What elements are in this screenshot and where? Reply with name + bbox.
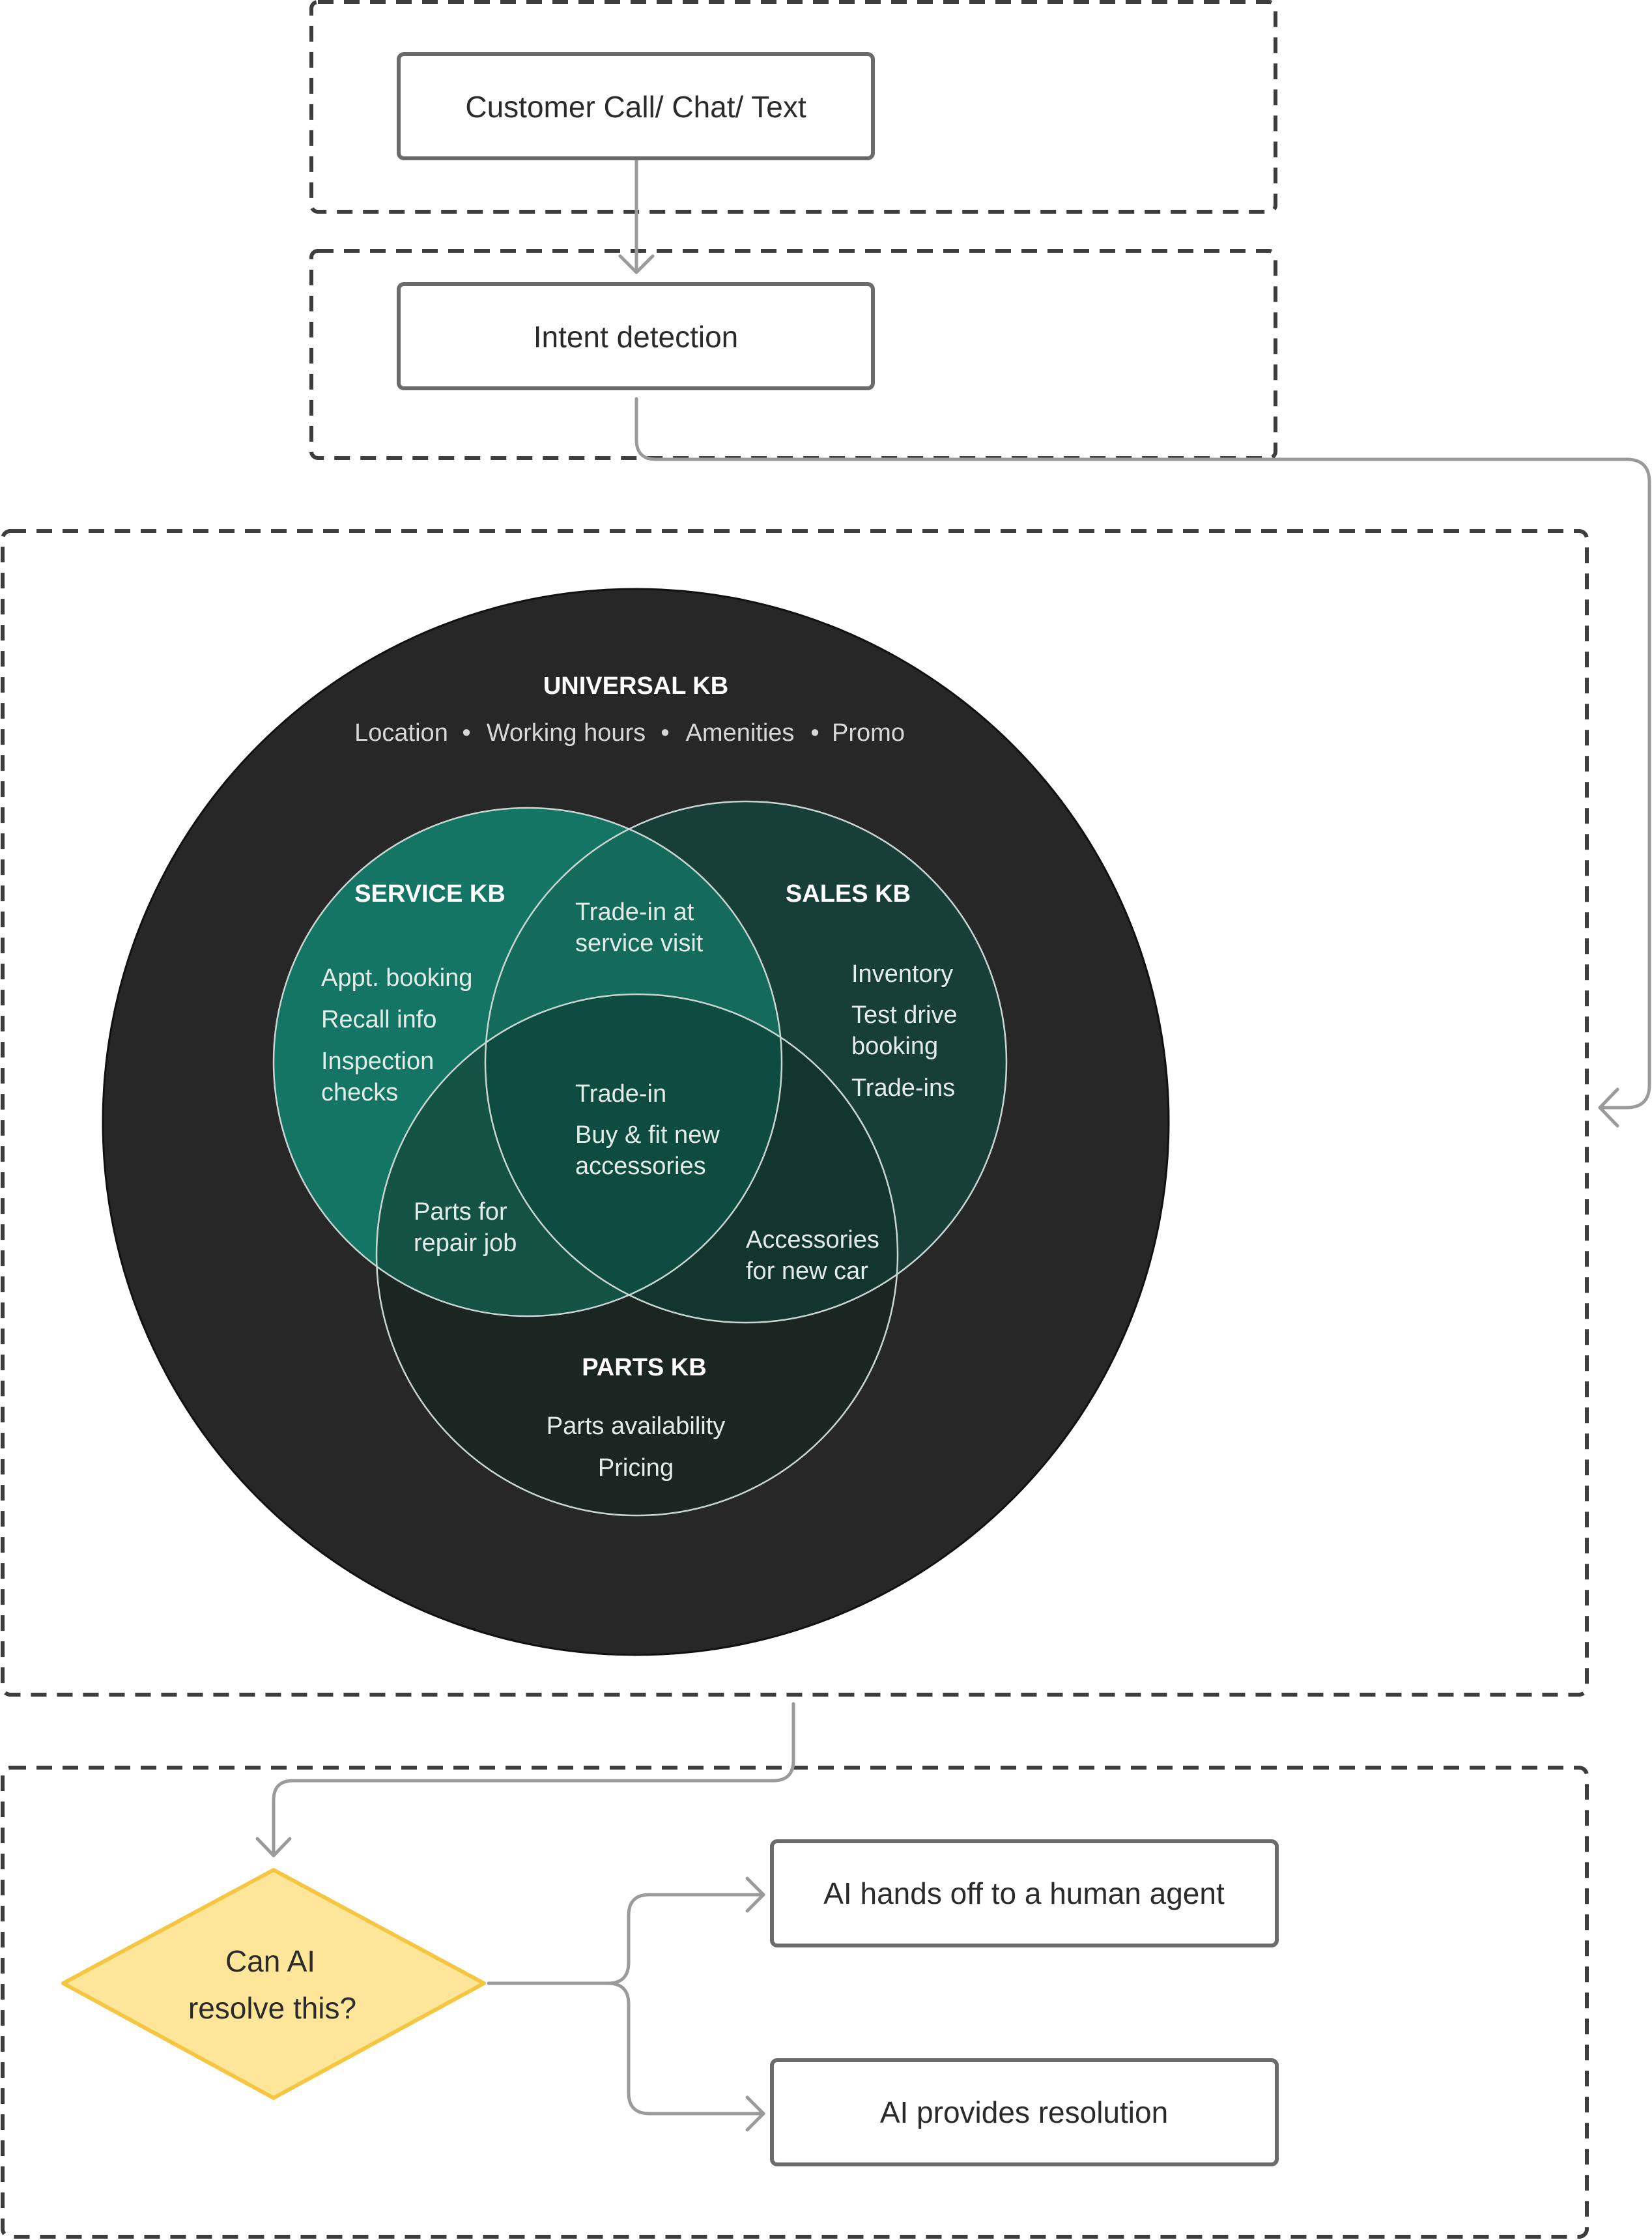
- sales-kb-title: SALES KB: [786, 880, 911, 908]
- overlap-center-line1: Trade-in: [575, 1080, 666, 1108]
- resolution-node: AI provides resolution: [770, 2058, 1279, 2166]
- arrowhead-kb: [1598, 1087, 1619, 1128]
- overlap-sales-parts-line1: Accessories: [746, 1226, 879, 1254]
- service-item-recall-info: Recall info: [321, 1006, 436, 1033]
- universal-separator: •: [462, 719, 470, 747]
- service-kb-outline: [272, 807, 783, 1317]
- connector-decision-branch-lower: [606, 1981, 765, 2116]
- decision-node: Can AI resolve this?: [61, 1868, 486, 2100]
- service-item-checks: checks: [321, 1079, 398, 1106]
- sales-item-inventory: Inventory: [851, 960, 953, 988]
- connector-intent-to-kb: [634, 397, 1651, 1110]
- connector-decision-branch: [487, 1893, 765, 1985]
- service-kb-title: SERVICE KB: [354, 880, 506, 908]
- venn-diagram: UNIVERSAL KB Location • Working hours • …: [102, 588, 1170, 1656]
- resolution-node-label: AI provides resolution: [880, 2095, 1168, 2129]
- arrowhead-resolution: [745, 2095, 765, 2132]
- overlap-service-parts-line1: Parts for: [414, 1198, 507, 1226]
- arrowhead-intent: [618, 254, 655, 274]
- frame-intent: [309, 249, 1277, 460]
- arrowhead-handoff: [745, 1876, 765, 1913]
- frame-resolution: [1, 1766, 1589, 2239]
- frame-knowledge-base: [1, 529, 1589, 1697]
- connector-kb-to-decision: [272, 1702, 795, 1858]
- overlap-sales-parts-line2: for new car: [746, 1257, 868, 1285]
- parts-item-pricing: Pricing: [598, 1454, 674, 1482]
- overlap-service-sales-line1: Trade-in at: [575, 898, 694, 926]
- parts-kb-title: PARTS KB: [582, 1354, 706, 1381]
- frame-input: [309, 0, 1277, 214]
- overlap-center: [485, 994, 782, 1316]
- universal-kb-items: Location • Working hours • Amenities • P…: [354, 719, 905, 747]
- service-item-inspection: Inspection: [321, 1048, 434, 1075]
- universal-separator: •: [661, 719, 669, 747]
- universal-item-promo: Promo: [832, 719, 905, 747]
- input-node-label: Customer Call/ Chat/ Text: [465, 90, 806, 124]
- overlap-service-sales-line2: service visit: [575, 930, 704, 957]
- handoff-node-label: AI hands off to a human agent: [823, 1876, 1225, 1910]
- overlap-center-line2: Buy & fit new: [575, 1121, 720, 1149]
- overlap-center-line3: accessories: [575, 1153, 706, 1180]
- handoff-node: AI hands off to a human agent: [770, 1839, 1279, 1947]
- universal-item-working-hours: Working hours: [487, 719, 646, 747]
- sales-item-test-drive: Test drive: [851, 1001, 958, 1029]
- overlap-service-parts-line2: repair job: [414, 1229, 517, 1257]
- input-node: Customer Call/ Chat/ Text: [397, 52, 875, 160]
- sales-item-booking: booking: [851, 1033, 938, 1060]
- sales-item-trade-ins: Trade-ins: [851, 1074, 955, 1102]
- intent-node-label: Intent detection: [534, 320, 739, 354]
- universal-separator: •: [810, 719, 819, 747]
- service-item-appt-booking: Appt. booking: [321, 964, 472, 992]
- universal-item-amenities: Amenities: [686, 719, 795, 747]
- arrowhead-decision: [255, 1837, 292, 1858]
- decision-label-line1: Can AI: [225, 1944, 315, 1978]
- sales-kb-outline: [484, 800, 1008, 1324]
- universal-kb-title: UNIVERSAL KB: [543, 672, 728, 700]
- parts-item-availability: Parts availability: [547, 1413, 726, 1440]
- parts-kb-outline: [375, 993, 899, 1517]
- overlap-center-group: [485, 994, 782, 1316]
- universal-item-location: Location: [354, 719, 448, 747]
- intent-node: Intent detection: [397, 282, 875, 390]
- decision-label-line2: resolve this?: [188, 1991, 356, 2025]
